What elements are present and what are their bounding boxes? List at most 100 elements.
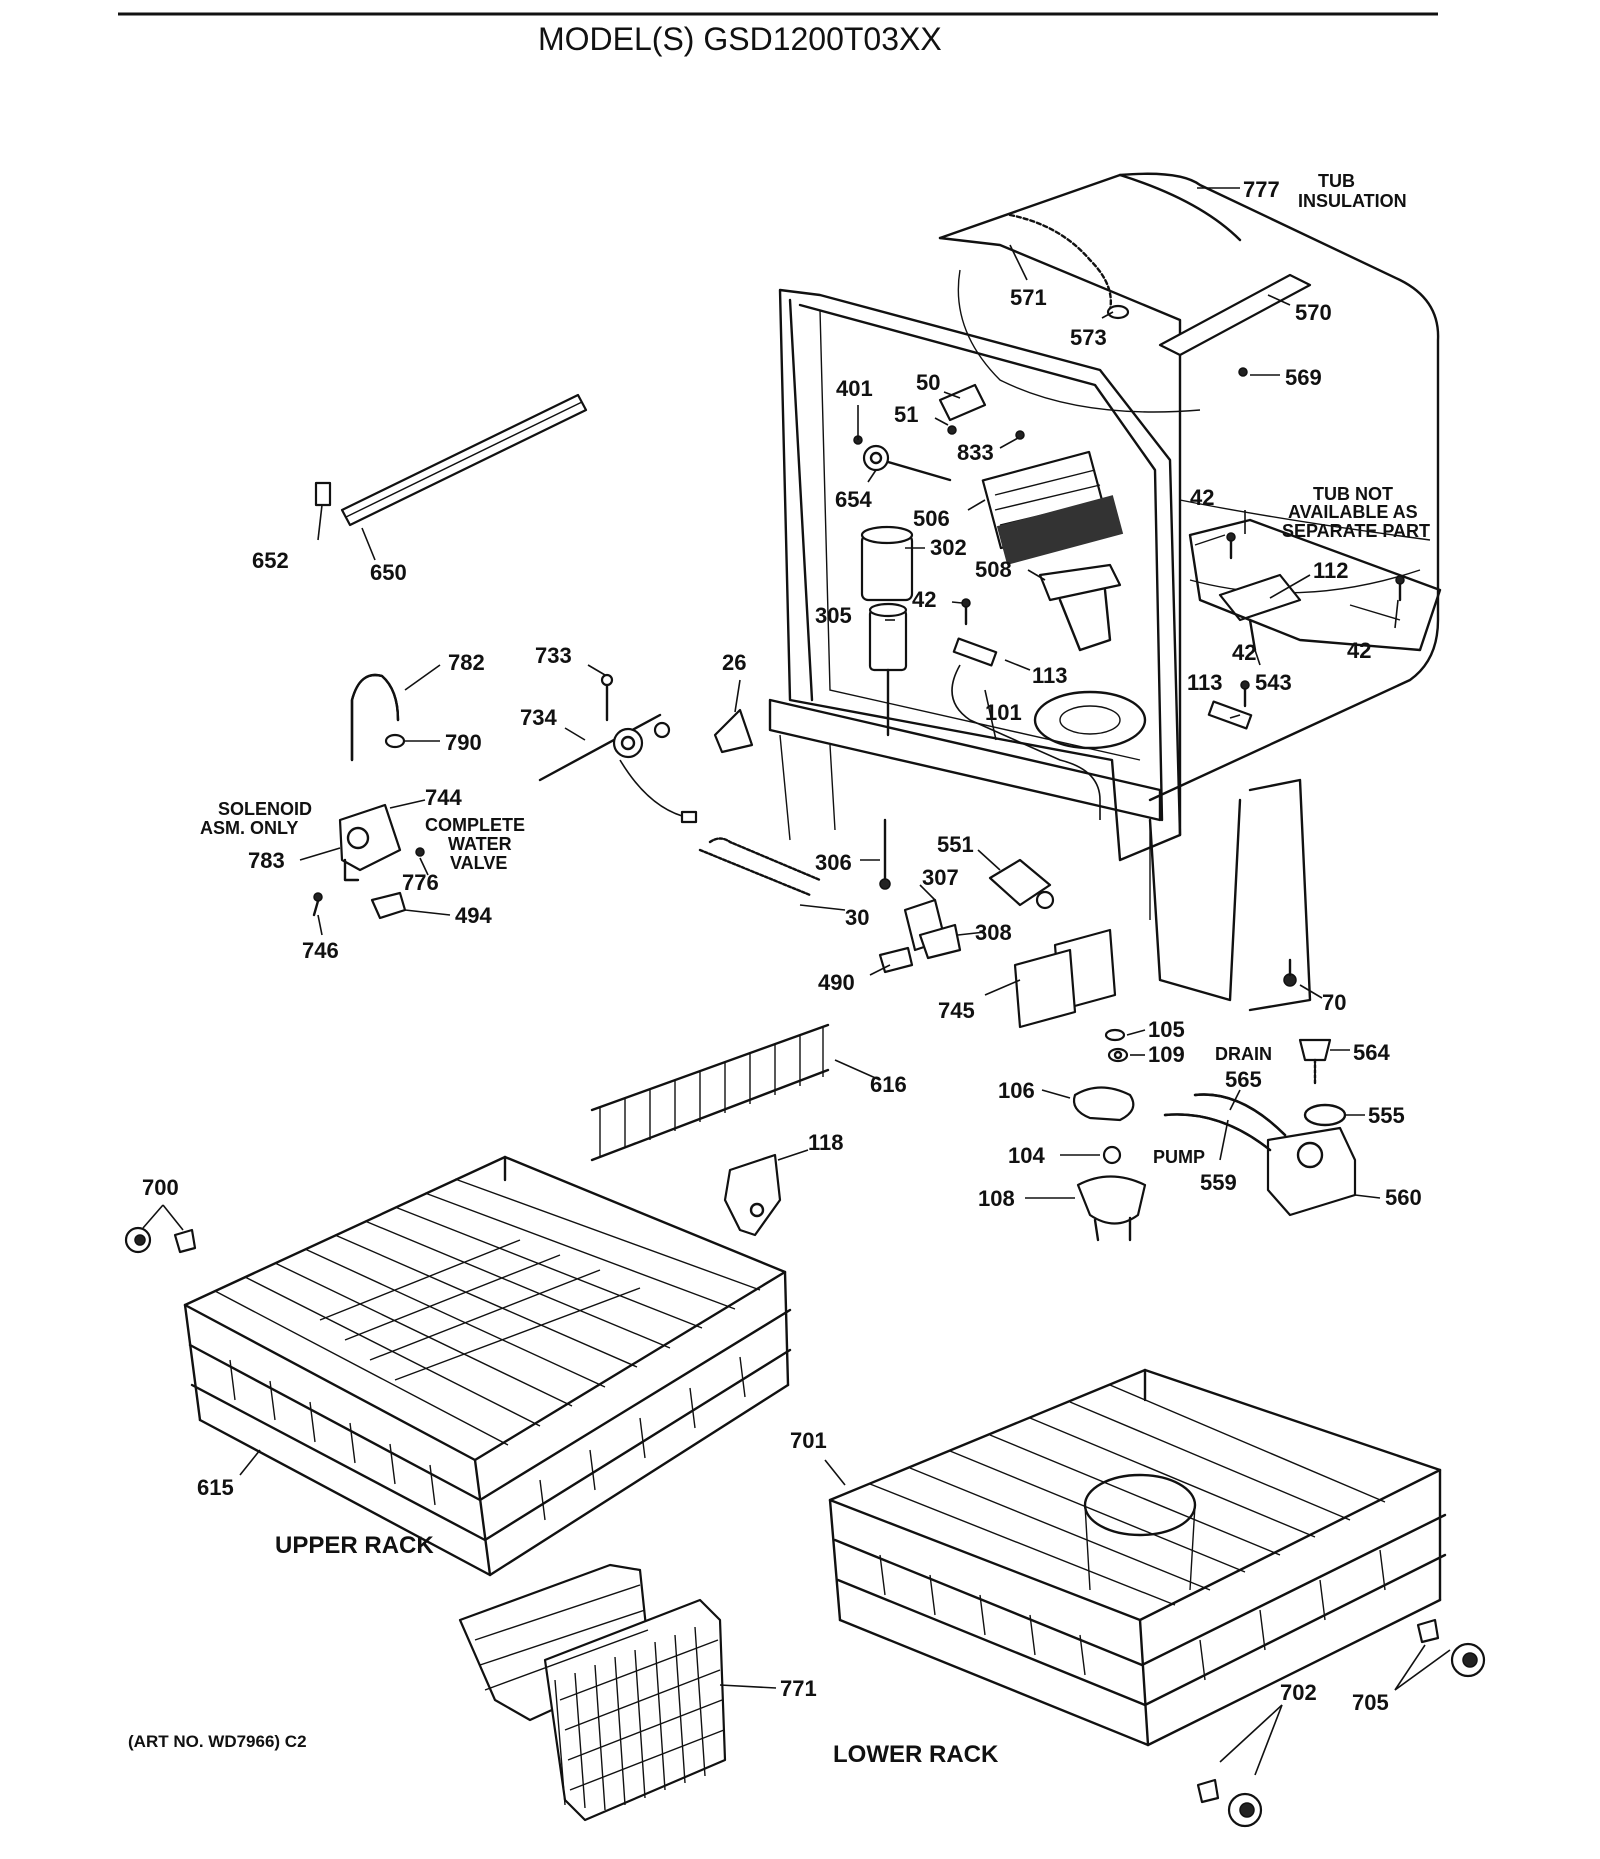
part-733: 733 [535,643,572,668]
note-tub-insulation-1: TUB [1318,171,1355,191]
part-571: 571 [1010,285,1047,310]
part-508: 508 [975,557,1012,582]
tub-assembly [768,172,1440,1012]
roller-705 [1416,1618,1486,1678]
note-solenoid-1: SOLENOID [218,799,312,819]
screw-569 [1238,367,1248,377]
part-700: 700 [142,1175,179,1200]
caption-art-no: (ART NO. WD7966) C2 [128,1732,307,1751]
part-307: 307 [922,865,959,890]
note-pump: PUMP [1153,1147,1205,1167]
tub-heater-mount [1188,518,1442,652]
part-569: 569 [1285,365,1322,390]
part-560: 560 [1385,1185,1422,1210]
nut-51 [947,425,957,435]
part-652: 652 [252,548,289,573]
part-744: 744 [425,785,462,810]
roller-700 [124,1226,197,1254]
part-570: 570 [1295,300,1332,325]
part-490: 490 [818,970,855,995]
annotation-notes: TUB INSULATION TUB NOT AVAILABLE AS SEPA… [200,171,1430,1167]
bracket-494 [370,891,407,920]
part-101: 101 [985,700,1022,725]
part-42b: 42 [1190,485,1214,510]
screw-746 [313,892,323,902]
part-109: 109 [1148,1042,1185,1067]
screw-833 [1015,430,1025,440]
housing-108 [1076,1175,1147,1225]
upper-rack [183,1155,792,1577]
silverware-basket [458,1563,727,1822]
part-650: 650 [370,560,407,585]
part-118: 118 [808,1130,844,1155]
part-790: 790 [445,730,482,755]
clamp-790 [384,733,406,749]
note-solenoid-2: ASM. ONLY [200,818,298,838]
pump-housing-560 [1266,1126,1357,1217]
clip-113b [1207,700,1253,730]
inlet-564 [1298,1038,1332,1062]
note-drain: DRAIN [1215,1044,1272,1064]
washer-109 [1107,1047,1129,1063]
leader-lines [142,187,1451,1776]
vent-cap [1106,304,1130,320]
impeller-104 [1102,1145,1122,1165]
part-42d: 42 [1347,638,1371,663]
part-705: 705 [1352,1690,1389,1715]
part-106: 106 [998,1078,1035,1103]
part-50: 50 [916,370,940,395]
part-112: 112 [1313,558,1349,583]
part-labels: 777 571 573 570 569 401 50 51 833 654 50… [142,177,1422,1715]
part-573: 573 [1070,325,1107,350]
part-306: 306 [815,850,852,875]
solenoid-551 [988,858,1052,907]
part-654: 654 [835,487,872,512]
fill-hose-coil [1008,213,1112,312]
plate-106 [1072,1086,1135,1122]
clip-118 [723,1153,782,1237]
part-702: 702 [1280,1680,1317,1705]
part-51: 51 [894,402,918,427]
part-70: 70 [1322,990,1346,1015]
screw-733 [600,673,614,687]
part-113a: 113 [1032,663,1068,688]
part-108: 108 [978,1186,1015,1211]
pump-hose-559 [1193,1093,1287,1137]
part-113b: 113 [1187,670,1223,695]
oring-555 [1303,1103,1347,1127]
part-104: 104 [1008,1143,1045,1168]
rod-734 [538,713,662,782]
part-746: 746 [302,938,339,963]
part-26: 26 [722,650,746,675]
bearing-654 [862,444,890,472]
rack-rail-616 [590,1023,830,1162]
part-105: 105 [1148,1017,1185,1042]
part-543: 543 [1255,670,1292,695]
note-tub-not-3: SEPARATE PART [1282,521,1430,541]
part-783: 783 [248,848,285,873]
cup-302 [860,533,914,602]
hinge-50 [938,383,987,422]
part-506: 506 [913,506,950,531]
part-701: 701 [790,1428,827,1453]
pulley-734 [612,727,644,759]
wire-101 [951,664,1101,820]
note-valve-3: VALVE [450,853,507,873]
part-305: 305 [815,603,852,628]
part-551: 551 [937,832,974,857]
water-valve [338,803,402,872]
note-valve-1: COMPLETE [425,815,525,835]
note-tub-not-1: TUB NOT [1313,484,1393,504]
bracket-112 [1218,573,1302,622]
spray-arm-bracket [1158,273,1312,357]
caption-lower-rack: LOWER RACK [833,1741,999,1768]
part-745: 745 [938,998,975,1023]
note-valve-2: WATER [448,834,512,854]
lower-rack [828,1368,1447,1747]
washer-105 [1104,1028,1126,1042]
part-30: 30 [845,905,869,930]
part-42c: 42 [1232,640,1256,665]
detergent-grill [996,495,1124,565]
part-776: 776 [402,870,439,895]
